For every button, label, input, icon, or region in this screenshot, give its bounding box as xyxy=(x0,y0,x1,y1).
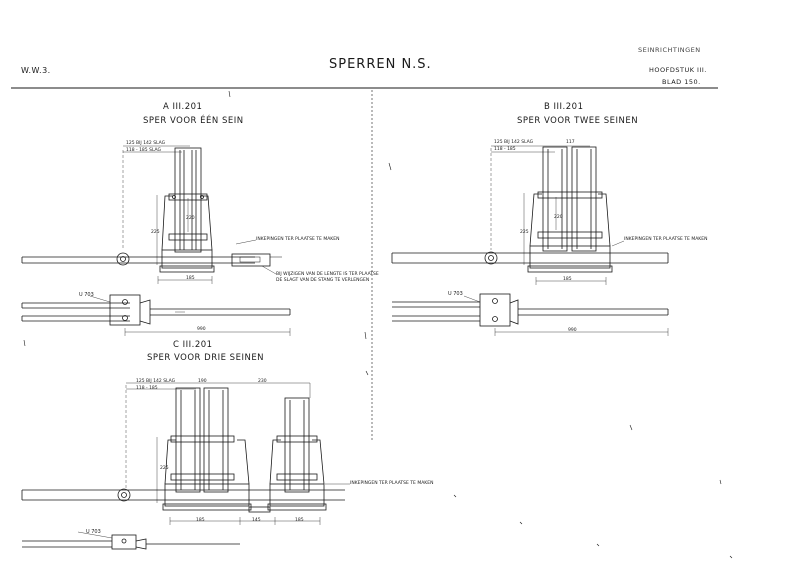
drawing-a-elevation xyxy=(21,145,282,284)
drawing-b-elevation xyxy=(391,145,669,285)
dim-a-top: 125 BIJ 142 SLAG xyxy=(126,141,166,146)
header-org: SEINRICHTINGEN xyxy=(638,46,701,54)
dim-a-height: 225 xyxy=(151,230,160,235)
scan-marks xyxy=(23,90,733,559)
drawing-b-plan xyxy=(392,293,669,336)
drawing-b-caption: SPER VOOR TWEE SEINEN xyxy=(517,116,639,126)
dim-a-length: 990 xyxy=(197,327,206,332)
dim-a-top2: 118 - 185 SLAG xyxy=(126,148,162,153)
drawing-c-elevation xyxy=(21,382,350,525)
dim-b-top3: 117 xyxy=(566,140,575,145)
drawing-a-ref: U 703 xyxy=(79,292,94,298)
drawing-c-note-1: INKEPINGEN TER PLAATSE TE MAKEN xyxy=(350,481,434,486)
dim-b-top: 125 BIJ 142 SLAG xyxy=(494,140,534,145)
drawing-c-ref: U 703 xyxy=(86,529,101,535)
dim-c-top2: 118 - 185 xyxy=(136,386,158,391)
dim-c-width1: 185 xyxy=(196,518,205,523)
drawing-b-ref: U 703 xyxy=(448,291,463,297)
dim-b-length: 990 xyxy=(568,328,577,333)
dim-b-height: 225 xyxy=(520,230,529,235)
header-sheet-number: BLAD 150. xyxy=(662,78,701,86)
drawing-c-caption: SPER VOOR DRIE SEINEN xyxy=(147,353,265,363)
dim-a-width: 185 xyxy=(186,276,195,281)
dim-c-width2: 145 xyxy=(252,518,261,523)
drawing-a-note-3: DE SLAGT VAN DE STANG TE VERLENGEN xyxy=(276,278,370,283)
drawing-b-note-1: INKEPINGEN TER PLAATSE TE MAKEN xyxy=(624,237,708,242)
drawing-a-code: A III.201 xyxy=(163,102,203,112)
drawing-c-code: C III.201 xyxy=(173,340,213,350)
dim-c-top: 125 BIJ 142 SLAG xyxy=(136,379,176,384)
dim-a-inner: 220 xyxy=(186,216,195,221)
drawing-a-caption: SPER VOOR ÉÉN SEIN xyxy=(143,116,244,126)
drawing-a-note-1: INKEPINGEN TER PLAATSE TE MAKEN xyxy=(256,237,340,242)
header-chapter: HOOFDSTUK III. xyxy=(649,66,707,74)
dim-b-width: 185 xyxy=(563,277,572,282)
dim-c-height: 225 xyxy=(160,466,169,471)
dim-b-inner: 220 xyxy=(554,215,563,220)
dim-c-right: 230 xyxy=(258,379,267,384)
drawing-a-note-2: BIJ WIJZIGEN VAN DE LENGTE IS TER PLAATS… xyxy=(276,272,379,277)
drawing-b-code: B III.201 xyxy=(544,102,584,112)
sheet-code: W.W.3. xyxy=(21,66,51,75)
dim-c-width3: 185 xyxy=(295,518,304,523)
drawing-a-plan xyxy=(21,294,291,336)
drawing-c-plan xyxy=(22,531,240,550)
sheet-title: SPERREN N.S. xyxy=(329,57,432,72)
dim-c-mid: 190 xyxy=(198,379,207,384)
dim-b-top2: 118 - 185 xyxy=(494,147,516,152)
